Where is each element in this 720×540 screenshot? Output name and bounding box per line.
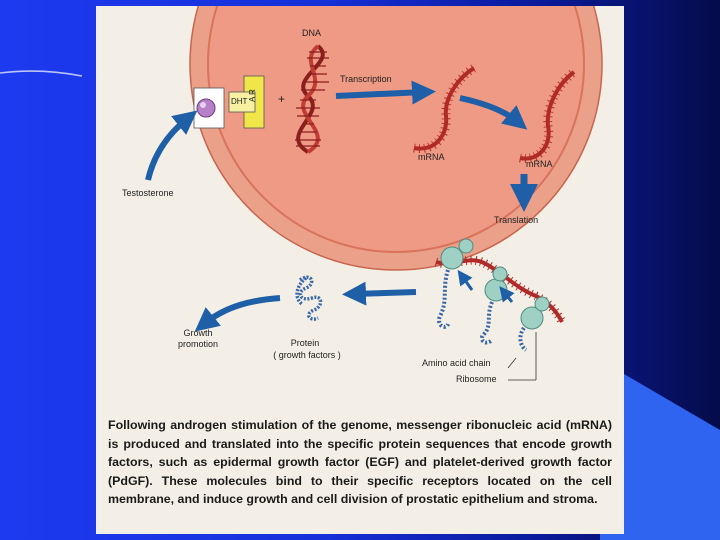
amino-acid-chain-label: Amino acid chain <box>422 358 491 368</box>
decorative-corner-shape <box>600 360 720 540</box>
transcription-label: Transcription <box>340 74 392 84</box>
plus-sign: + <box>278 92 286 106</box>
export-arrow <box>459 95 528 130</box>
ribosome-label: Ribosome <box>456 374 497 384</box>
figure-caption: Following androgen stimulation of the ge… <box>108 418 612 507</box>
growth-promotion-label: Growth promotion <box>177 328 219 349</box>
ribosome-shapes <box>440 238 550 330</box>
testosterone-arrow <box>145 110 198 181</box>
growth-factors-label: ( growth factors ) <box>273 350 341 360</box>
androgen-signaling-diagram <box>145 6 603 381</box>
protein-coil <box>295 275 323 321</box>
decorative-swoosh <box>0 70 83 77</box>
mrna-strand-1 <box>413 64 477 154</box>
protein-arrow <box>342 281 417 306</box>
membrane-receptor <box>193 87 225 129</box>
translation-complex <box>434 238 567 352</box>
ar-label: A R <box>248 89 257 102</box>
mrna-label-2: mRNA <box>526 159 553 169</box>
translation-label: Translation <box>494 215 539 225</box>
dna-label: DNA <box>302 28 322 38</box>
dht-ar-complex <box>228 75 265 129</box>
growth-arrow <box>194 295 281 332</box>
dht-label: DHT <box>231 97 248 106</box>
cell <box>189 6 603 271</box>
figure-panel: DNA Transcription DHT A R + mRNA mRNA Te… <box>96 6 624 534</box>
leader-lines <box>507 332 537 381</box>
mrna-label-1: mRNA <box>418 152 445 162</box>
transcription-arrow <box>335 80 436 105</box>
testosterone-label: Testosterone <box>122 188 174 198</box>
mrna-strand-2 <box>519 68 577 164</box>
amino-acid-chains <box>437 269 528 352</box>
protein-label: Protein <box>290 338 320 348</box>
dna-helix <box>295 44 329 154</box>
